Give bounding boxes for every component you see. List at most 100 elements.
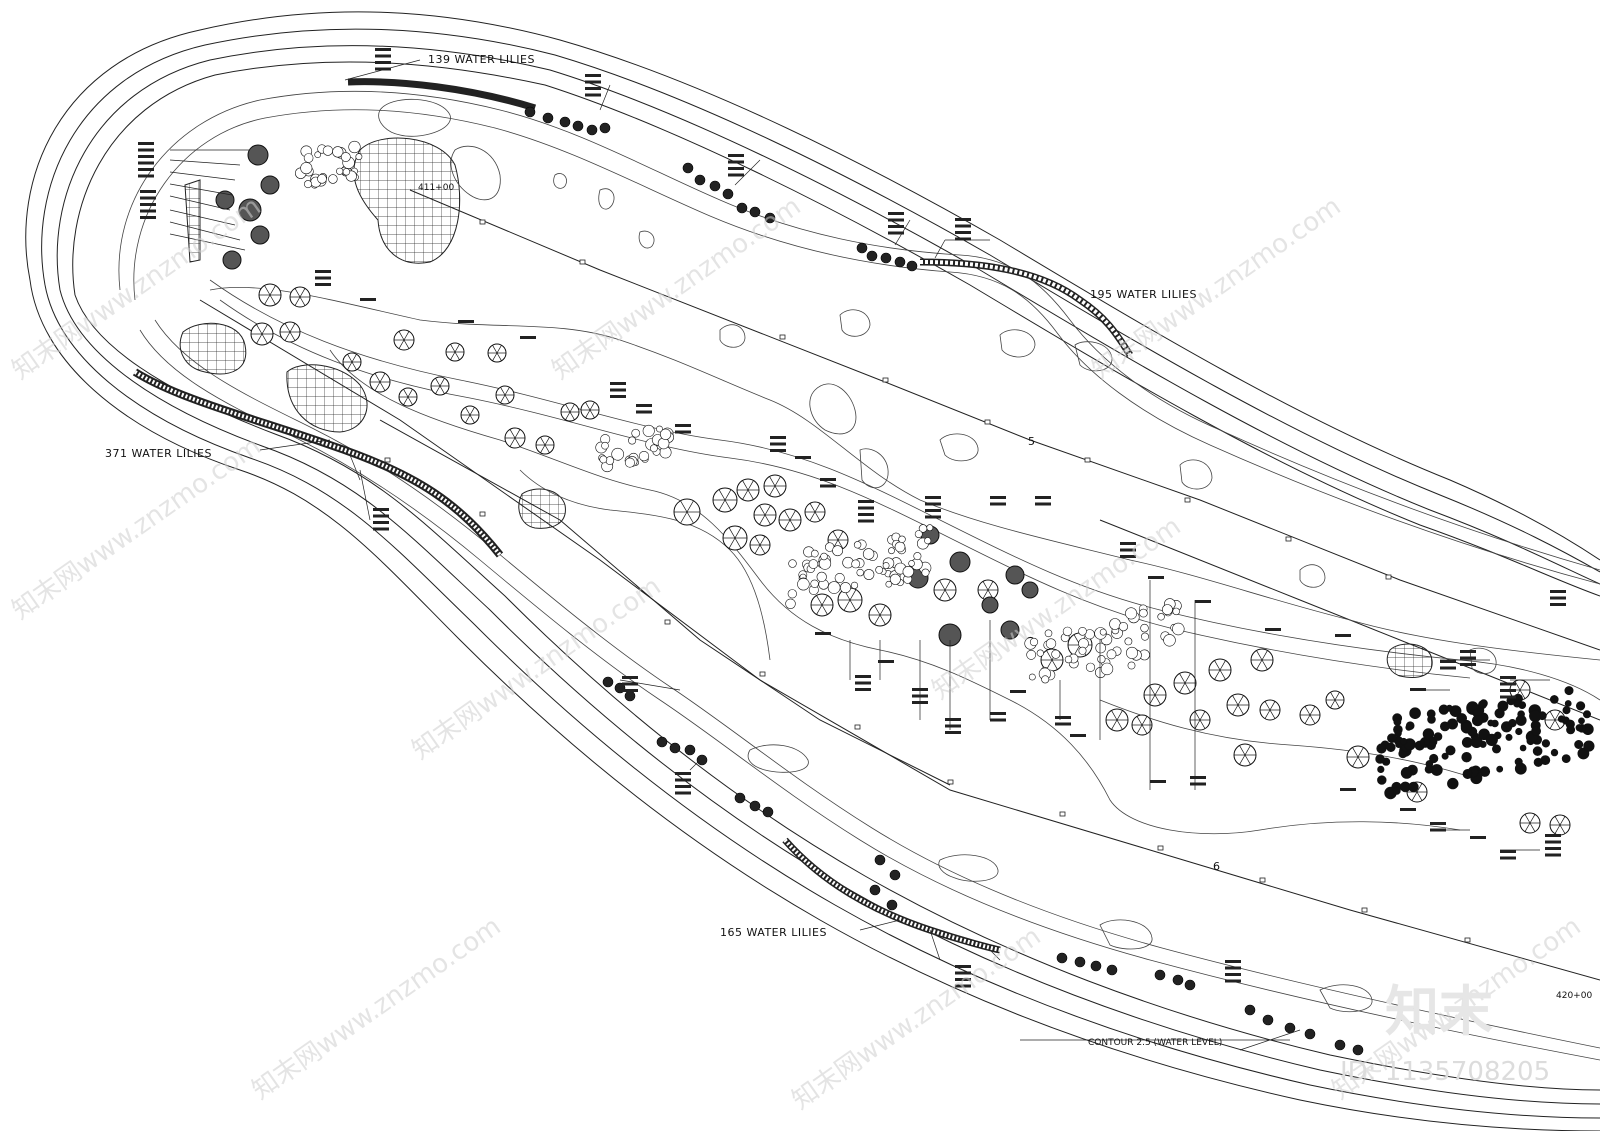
tree-branch — [1154, 685, 1161, 696]
shrub-symbol — [1106, 964, 1118, 976]
tree-branch — [500, 387, 506, 396]
shrub-symbol — [880, 252, 892, 264]
shrub-symbol — [684, 744, 696, 756]
shrub-symbol — [611, 447, 625, 461]
tree-symbol-solid — [1000, 620, 1020, 640]
shrub-symbol — [834, 572, 845, 583]
plant-code-mark — [610, 382, 626, 385]
shrub-symbol — [1427, 715, 1436, 724]
tree-branch — [879, 605, 886, 616]
tree-branch — [728, 537, 736, 549]
plant-code-mark — [990, 502, 1006, 506]
plant-code-mark — [955, 231, 971, 234]
tree-branch — [261, 324, 268, 335]
tree-branch — [1154, 694, 1161, 705]
shrub-symbol — [1090, 960, 1102, 972]
shrub-symbol — [1583, 740, 1595, 752]
shrub-symbol — [328, 174, 338, 184]
plant-code-mark — [585, 93, 601, 97]
plant-code-mark — [955, 978, 971, 981]
shrub-symbol — [1352, 1044, 1364, 1056]
plant-code-mark — [585, 87, 601, 90]
plant-code-mark — [1340, 788, 1356, 791]
plant-code-mark — [855, 681, 871, 685]
shrub-symbol — [894, 541, 906, 553]
shrub-symbol — [628, 436, 637, 445]
watermark-text: 知末网www.znzmo.com — [7, 431, 267, 625]
shrub-symbol — [1575, 724, 1584, 732]
tree-branch — [837, 531, 844, 541]
shrub-symbol — [586, 124, 598, 136]
tree-branch — [1194, 711, 1201, 721]
shrub-symbol — [1029, 637, 1039, 647]
plant-code-mark — [728, 173, 744, 177]
tree-branch — [347, 361, 353, 370]
plant-code-mark — [820, 478, 836, 481]
plant-code-mark — [955, 224, 971, 228]
plant-code-mark — [955, 218, 971, 221]
tree-branch — [509, 437, 516, 447]
shrub-symbol — [602, 676, 614, 688]
tree-branch — [1352, 747, 1359, 758]
plant-code-mark — [1035, 502, 1051, 506]
shrub-symbol — [1518, 701, 1527, 709]
shrub-symbol — [882, 562, 890, 569]
tree-branch — [759, 514, 766, 525]
tree-branch — [565, 411, 571, 420]
shrub-symbol — [1139, 608, 1148, 618]
tree-branch — [585, 402, 591, 411]
tree-branch — [1261, 650, 1268, 661]
shrub-symbol — [1100, 662, 1114, 676]
label-water-lilies-195: 195 WATER LILIES — [1090, 288, 1197, 301]
tree-branch — [435, 378, 441, 387]
shrub-symbol — [908, 560, 915, 567]
plant-code-mark — [1430, 822, 1446, 825]
tree-branch — [269, 285, 276, 296]
tree-branch — [469, 414, 475, 423]
outer-contours — [25, 11, 1600, 1131]
label-water-lilies-139: 139 WATER LILIES — [428, 53, 535, 66]
plant-code-mark — [140, 209, 156, 213]
tree-branch — [774, 485, 781, 496]
tree-branch — [403, 331, 410, 341]
tree-branch — [680, 500, 688, 513]
tree-branch — [1199, 711, 1206, 721]
shrub-symbol — [1514, 762, 1527, 775]
plant-code-mark — [636, 410, 652, 414]
tree-branch — [764, 505, 771, 516]
plant-code-mark — [138, 168, 154, 171]
plant-code-mark — [945, 724, 961, 728]
plant-code-mark — [675, 791, 691, 795]
tree-branch — [589, 409, 595, 418]
shrub-symbol — [889, 573, 901, 585]
plant-code-mark — [888, 218, 904, 222]
plant-code-mark — [140, 216, 156, 219]
tree-branch — [1559, 816, 1566, 826]
shrub-symbol — [889, 869, 901, 881]
shrub-symbol — [734, 792, 746, 804]
plant-code-mark — [1460, 663, 1476, 666]
tree-branch — [403, 389, 409, 398]
tree-symbol-solid — [981, 596, 999, 614]
plant-code-mark — [1550, 590, 1566, 593]
tree-branch — [784, 519, 791, 530]
watermark-text: 知末网www.znzmo.com — [547, 191, 807, 385]
plant-code-mark — [315, 270, 331, 273]
plant-code-mark — [858, 519, 874, 523]
shrub-symbol — [913, 552, 922, 561]
shrub-symbol — [599, 122, 611, 134]
shrub-symbol — [1106, 649, 1117, 660]
label-station-420: 420+00 — [1556, 991, 1592, 1001]
shrub-symbol — [300, 162, 313, 175]
plant-code-mark — [1500, 695, 1516, 699]
plant-code-mark — [888, 225, 904, 228]
tree-branch — [1264, 701, 1271, 711]
tree-branch — [492, 345, 498, 354]
tree-branch — [514, 429, 521, 439]
tree-branch — [1184, 673, 1191, 684]
plant-code-mark — [728, 154, 744, 157]
shrub-symbol — [1028, 673, 1036, 681]
tree-branch — [754, 536, 761, 546]
plant-code-mark — [888, 231, 904, 235]
tree-branch — [1304, 706, 1311, 716]
